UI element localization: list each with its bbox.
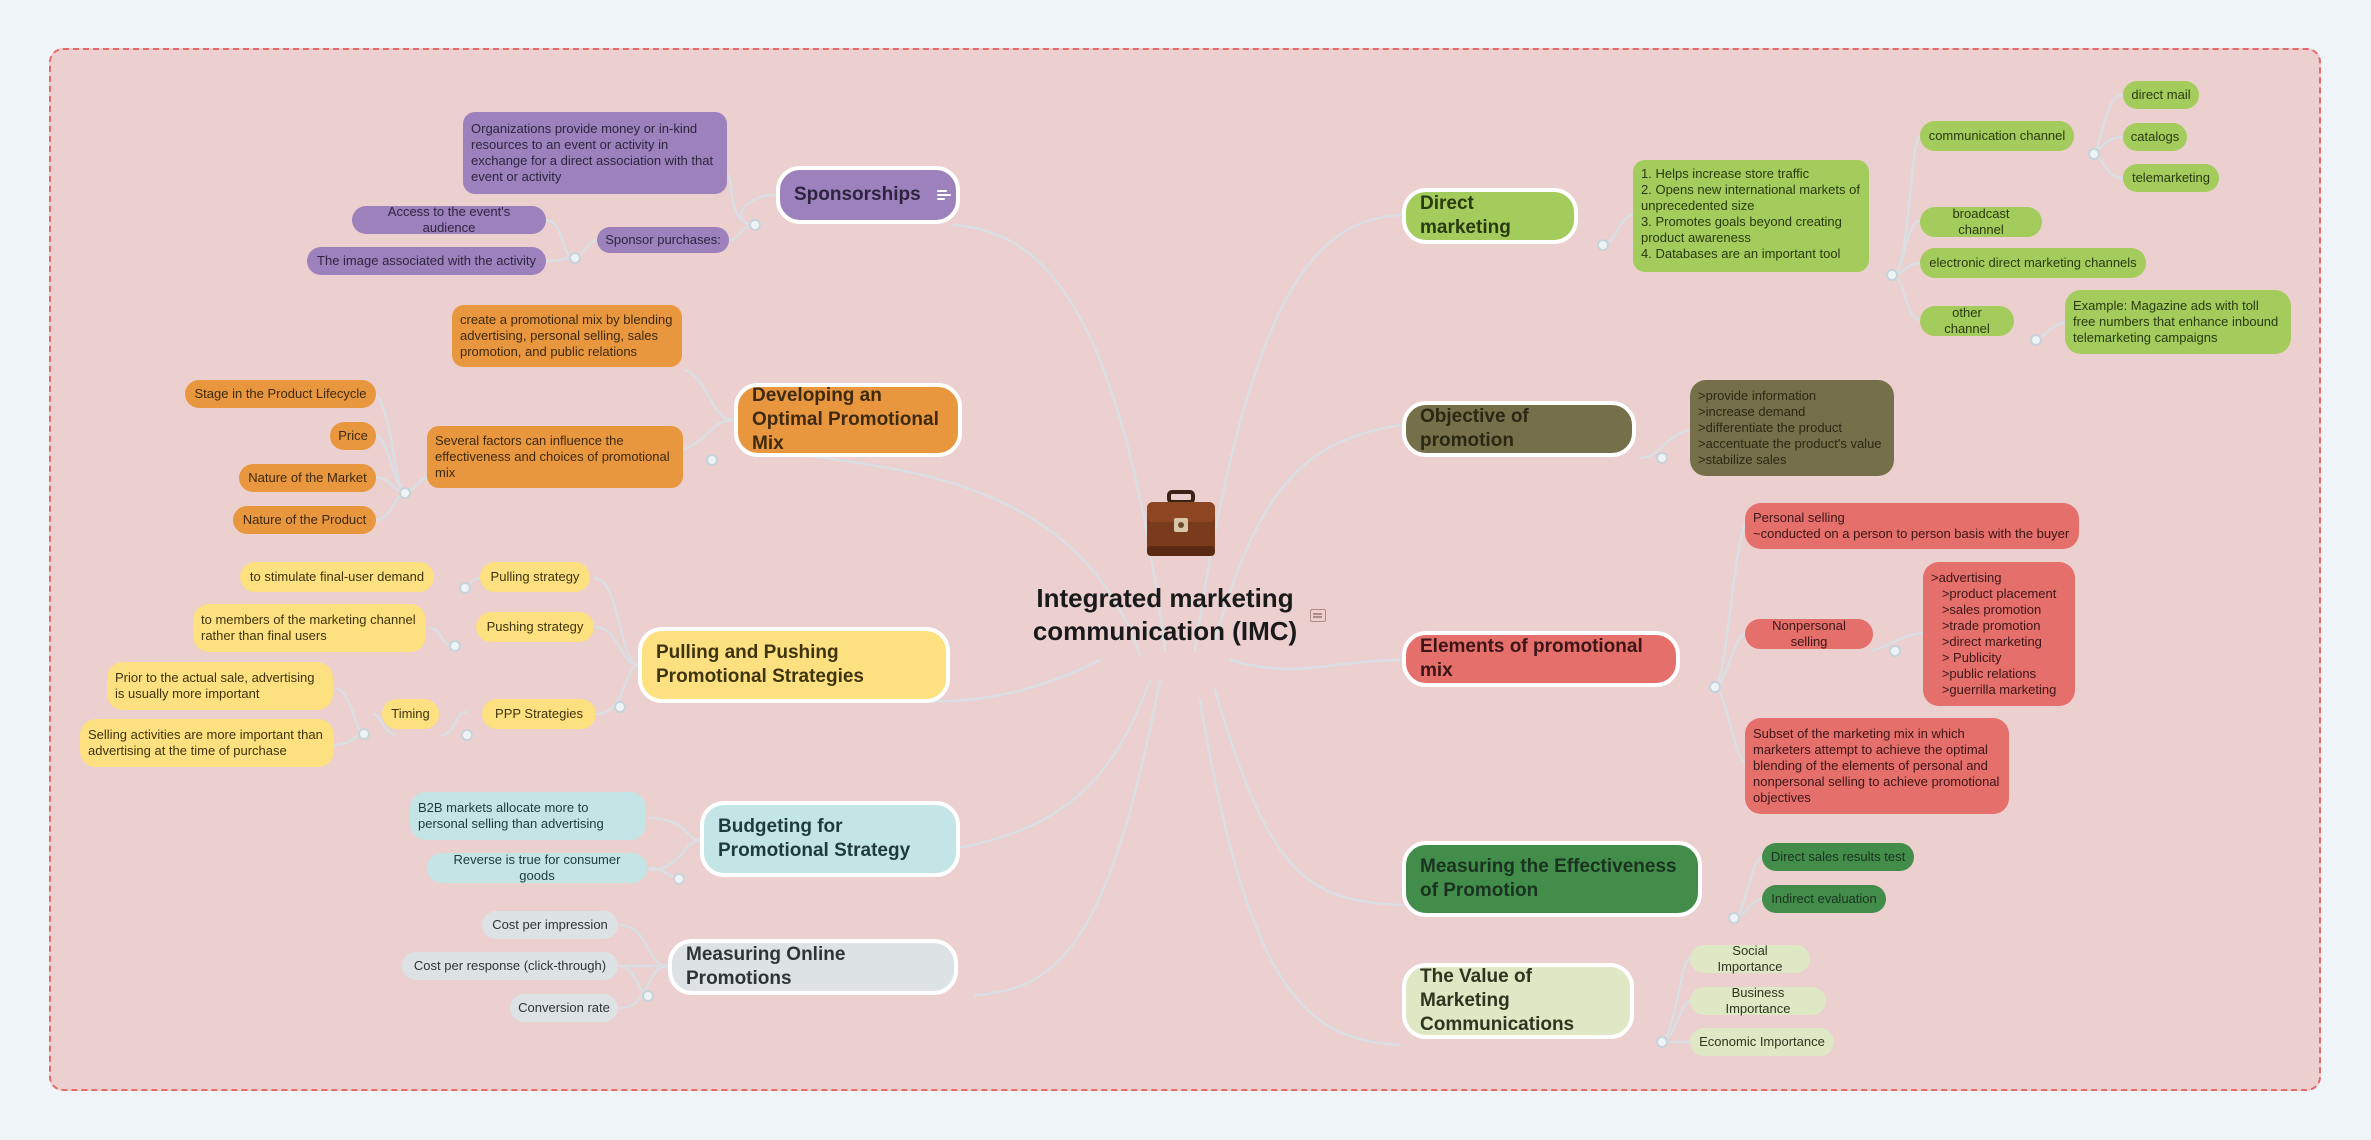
- central-topic[interactable]: Integrated marketing communication (IMC): [1032, 583, 1298, 646]
- sponsorship-definition[interactable]: Organizations provide money or in-kind r…: [463, 112, 727, 194]
- connector-dot: [2088, 148, 2100, 160]
- personal-selling[interactable]: Personal selling ~conducted on a person …: [1745, 503, 2079, 549]
- factor-product[interactable]: Nature of the Product: [233, 506, 376, 534]
- online-conversion[interactable]: Conversion rate: [510, 994, 618, 1022]
- nonpersonal-selling[interactable]: Nonpersonal selling: [1745, 618, 1873, 649]
- topic-elements-label: Elements of promotional mix: [1420, 636, 1643, 681]
- topic-value[interactable]: The Value of Marketing Communications: [1402, 963, 1634, 1039]
- topic-online[interactable]: Measuring Online Promotions: [668, 939, 958, 995]
- connector-dot: [1886, 269, 1898, 281]
- connector-dot: [1709, 681, 1721, 693]
- topic-online-label: Measuring Online Promotions: [686, 944, 846, 989]
- connector-dot: [749, 219, 761, 231]
- connector-dot: [1728, 912, 1740, 924]
- topic-promotional-mix[interactable]: Developing an Optimal Promotional Mix: [734, 383, 962, 457]
- pulling-detail[interactable]: to stimulate final-user demand: [240, 562, 434, 592]
- connector-dot: [1889, 645, 1901, 657]
- factor-lifecycle[interactable]: Stage in the Product Lifecycle: [185, 380, 376, 408]
- topic-sponsorships-label: Sponsorships: [794, 184, 921, 205]
- other-channel[interactable]: other channel: [1920, 305, 2014, 336]
- business-importance[interactable]: Business Importance: [1690, 985, 1826, 1016]
- connector-dot: [459, 582, 471, 594]
- budget-b2b[interactable]: B2B markets allocate more to personal se…: [410, 792, 646, 840]
- ppp-strategies[interactable]: PPP Strategies: [482, 699, 596, 729]
- topic-budgeting[interactable]: Budgeting for Promotional Strategy: [700, 801, 960, 877]
- timing-prior[interactable]: Prior to the actual sale, advertising is…: [107, 662, 333, 710]
- connector-dot: [1597, 239, 1609, 251]
- connector-dot: [569, 252, 581, 264]
- connector-dot: [2030, 334, 2042, 346]
- factor-price[interactable]: Price: [330, 422, 376, 450]
- topic-objective[interactable]: Objective of promotion: [1402, 401, 1636, 457]
- timing-purchase[interactable]: Selling activities are more important th…: [80, 719, 334, 767]
- channel-direct-mail[interactable]: direct mail: [2123, 81, 2199, 109]
- topic-value-label: The Value of Marketing Communications: [1420, 966, 1575, 1035]
- online-impression[interactable]: Cost per impression: [482, 911, 618, 939]
- connector-dot: [358, 728, 370, 740]
- online-response[interactable]: Cost per response (click-through): [402, 952, 618, 980]
- direct-benefits[interactable]: 1. Helps increase store traffic 2. Opens…: [1633, 160, 1869, 272]
- topic-measuring[interactable]: Measuring the Effectiveness of Promotion: [1402, 841, 1702, 917]
- social-importance[interactable]: Social Importance: [1690, 943, 1810, 974]
- nonpersonal-list[interactable]: >advertising >product placement >sales p…: [1923, 562, 2075, 706]
- economic-importance[interactable]: Economic Importance: [1690, 1028, 1834, 1056]
- electronic-channel[interactable]: electronic direct marketing channels: [1920, 248, 2146, 278]
- connector-dot: [399, 487, 411, 499]
- pushing-detail[interactable]: to members of the marketing channel rath…: [193, 604, 426, 652]
- topic-elements[interactable]: Elements of promotional mix: [1402, 631, 1680, 687]
- objective-list[interactable]: >provide information >increase demand >d…: [1690, 380, 1894, 476]
- other-channel-example[interactable]: Example: Magazine ads with toll free num…: [2065, 290, 2291, 354]
- topic-direct-marketing[interactable]: Direct marketing: [1402, 188, 1578, 244]
- list-icon[interactable]: [936, 189, 951, 201]
- note-icon[interactable]: [1310, 609, 1326, 622]
- connector-dot: [1656, 452, 1668, 464]
- channel-telemarketing[interactable]: telemarketing: [2123, 164, 2219, 192]
- connector-dot: [642, 990, 654, 1002]
- topic-direct-marketing-label: Direct marketing: [1420, 193, 1511, 238]
- channel-catalogs[interactable]: catalogs: [2123, 123, 2187, 151]
- promo-mix-factors[interactable]: Several factors can influence the effect…: [427, 426, 683, 488]
- topic-promotional-mix-label: Developing an Optimal Promotional Mix: [752, 385, 939, 454]
- topic-budgeting-label: Budgeting for Promotional Strategy: [718, 816, 911, 861]
- communication-channel[interactable]: communication channel: [1920, 121, 2074, 151]
- pushing-strategy[interactable]: Pushing strategy: [476, 612, 594, 642]
- direct-sales-test[interactable]: Direct sales results test: [1762, 843, 1914, 871]
- pulling-strategy[interactable]: Pulling strategy: [480, 562, 590, 592]
- topic-pull-push[interactable]: Pulling and Pushing Promotional Strategi…: [638, 627, 950, 703]
- sponsor-item-image[interactable]: The image associated with the activity: [307, 247, 546, 275]
- connector-dot: [614, 701, 626, 713]
- connector-dot: [461, 729, 473, 741]
- broadcast-channel[interactable]: broadcast channel: [1920, 206, 2042, 237]
- topic-objective-label: Objective of promotion: [1420, 406, 1529, 451]
- connector-dot: [673, 873, 685, 885]
- connector-dot: [449, 640, 461, 652]
- briefcase-icon: [1147, 490, 1215, 556]
- timing[interactable]: Timing: [382, 699, 439, 729]
- sponsor-item-audience[interactable]: Access to the event's audience: [352, 204, 546, 235]
- connector-dot: [706, 454, 718, 466]
- sponsor-purchases[interactable]: Sponsor purchases:: [597, 227, 729, 253]
- topic-measuring-label: Measuring the Effectiveness of Promotion: [1420, 856, 1677, 901]
- budget-consumer[interactable]: Reverse is true for consumer goods: [427, 852, 647, 883]
- indirect-evaluation[interactable]: Indirect evaluation: [1762, 885, 1886, 913]
- factor-market[interactable]: Nature of the Market: [239, 464, 376, 492]
- topic-sponsorships[interactable]: Sponsorships: [776, 166, 960, 224]
- promo-mix-blend[interactable]: create a promotional mix by blending adv…: [452, 305, 682, 367]
- topic-pull-push-label: Pulling and Pushing Promotional Strategi…: [656, 642, 864, 687]
- connector-dot: [1656, 1036, 1668, 1048]
- elements-subset[interactable]: Subset of the marketing mix in which mar…: [1745, 718, 2009, 814]
